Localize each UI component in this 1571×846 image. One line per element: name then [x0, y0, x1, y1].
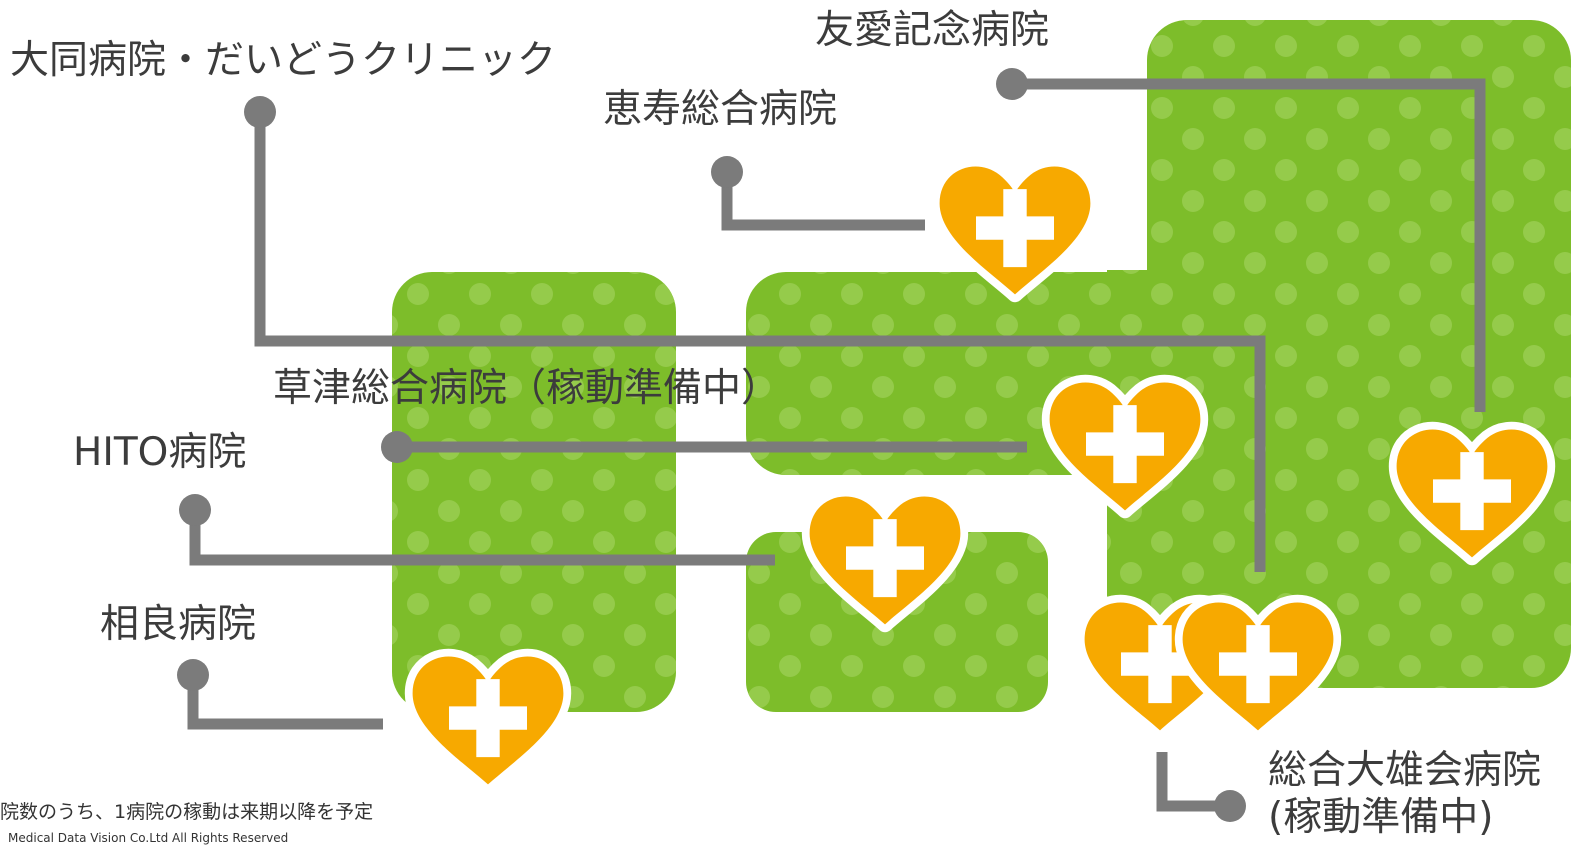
connector-daido	[254, 112, 1266, 572]
heart-hito-icon	[801, 488, 969, 633]
label-oyukai-line1: 総合大雄会病院	[1268, 748, 1542, 793]
dot-keiju	[711, 156, 743, 188]
footnote: 院数のうち、1病院の稼動は来期以降を予定	[0, 801, 374, 823]
dot-kusatsu	[381, 431, 413, 463]
copyright: Medical Data Vision Co.Ltd All Rights Re…	[8, 831, 289, 845]
connector-keiju	[721, 172, 925, 231]
connector-hito	[189, 510, 775, 566]
medical-cross-icon	[1433, 452, 1511, 531]
label-oyukai-line2: (稼動準備中)	[1268, 795, 1494, 840]
medical-cross-icon	[1086, 405, 1164, 484]
medical-cross-icon	[1219, 625, 1297, 704]
label-daido: 大同病院・だいどうクリニック	[10, 38, 557, 83]
label-kusatsu: 草津総合病院（稼動準備中）	[273, 366, 781, 411]
building-left-dots	[392, 272, 676, 712]
heart-sagara-icon	[404, 648, 572, 793]
label-keiju: 恵寿総合病院	[603, 87, 838, 132]
medical-cross-icon	[449, 679, 527, 758]
heart-oyukai-front-icon	[1174, 594, 1342, 739]
label-hito: HITO病院	[73, 430, 247, 475]
dot-yuai	[996, 68, 1028, 100]
heart-yuai-icon	[1388, 421, 1556, 566]
medical-cross-icon	[846, 519, 924, 598]
heart-markers	[404, 158, 1556, 793]
dot-oyukai	[1214, 790, 1246, 822]
building-right-tall-dots	[1147, 20, 1571, 688]
medical-cross-icon	[976, 189, 1054, 268]
connector-yuai	[1012, 78, 1486, 412]
connectors	[187, 78, 1486, 812]
label-yuai: 友愛記念病院	[815, 8, 1050, 53]
label-sagara: 相良病院	[100, 602, 257, 647]
connector-oyukai	[1156, 752, 1230, 812]
connector-sagara	[187, 675, 383, 730]
connector-dots	[177, 68, 1246, 822]
dot-sagara	[177, 659, 209, 691]
heart-kusatsu-icon	[1041, 374, 1209, 519]
dot-hito	[179, 494, 211, 526]
medical-cross-icon	[1121, 625, 1199, 704]
heart-keiju-icon	[931, 158, 1099, 303]
dot-daido	[244, 96, 276, 128]
